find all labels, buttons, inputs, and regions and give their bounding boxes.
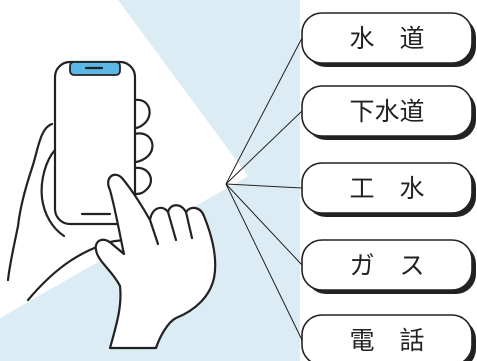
service-pill <box>301 85 473 137</box>
service-item-industrial-water: 工 水 <box>301 162 476 217</box>
tapping-knuckle <box>166 210 178 242</box>
background-shapes <box>0 0 300 361</box>
connector-lines <box>225 37 303 341</box>
service-pill <box>301 162 473 214</box>
service-label: 水 道 <box>349 24 424 53</box>
service-item-sewerage: 下水道 <box>301 85 476 140</box>
service-label: ガ ス <box>349 251 424 280</box>
service-label: 下水道 <box>349 97 424 126</box>
background-band <box>0 0 300 361</box>
service-pill <box>301 314 473 361</box>
service-item-water-supply: 水 道 <box>301 12 476 67</box>
connector-line <box>225 37 303 185</box>
service-item-telephone: 電 話 <box>301 314 476 361</box>
service-pill <box>301 12 473 64</box>
connector-line <box>225 183 303 266</box>
service-label: 電 話 <box>349 326 424 355</box>
service-label: 工 水 <box>349 174 424 203</box>
holding-thumb <box>40 148 66 238</box>
service-item-gas: ガ ス <box>301 239 476 294</box>
holding-finger <box>133 98 151 130</box>
tapping-knuckle <box>148 218 160 246</box>
tapping-knuckle <box>184 210 194 240</box>
service-pill <box>301 239 473 291</box>
connector-line <box>225 183 303 341</box>
connector-line <box>225 183 303 189</box>
holding-finger <box>133 166 152 196</box>
holding-hand <box>6 122 54 282</box>
holding-finger <box>133 132 154 164</box>
hand-holding-smartphone-icon <box>6 60 217 350</box>
connector-line <box>225 110 303 185</box>
